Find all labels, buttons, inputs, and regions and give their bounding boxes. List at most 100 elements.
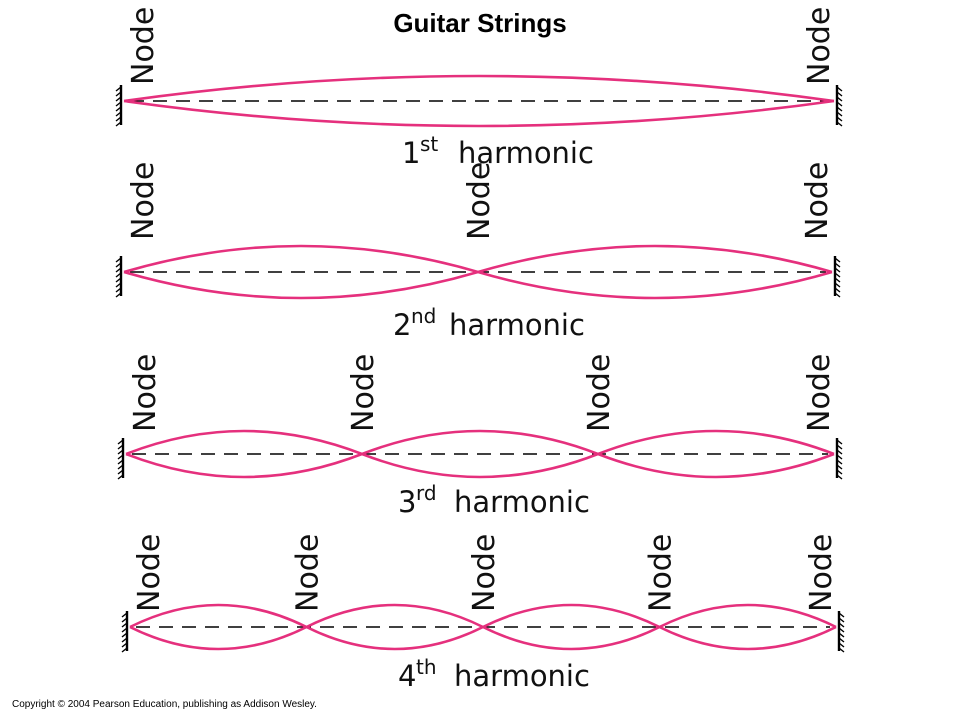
clamp-hatch [834,277,841,283]
clamp-hatch [838,647,845,653]
clamp-hatch [836,444,843,450]
wave-upper-loop [658,603,837,629]
clamp-hatch [836,464,843,470]
node-label: Node [644,534,679,612]
clamp-hatch [115,287,122,293]
clamp-hatch [115,262,122,268]
wave-upper-loop [361,429,599,456]
clamp-hatch [115,96,122,102]
clamp-hatch [115,272,122,278]
wave-lower-loop [658,625,837,651]
clamp-hatch [836,121,843,127]
clamp-hatch [115,86,122,92]
clamp-hatch [834,262,841,268]
harmonic-number: 4 [398,659,416,693]
node-label: Node [346,354,381,432]
wave-lower-loop [305,625,484,651]
clamp-hatch [115,282,122,288]
clamp-hatch [115,257,122,263]
node-label: Node [582,354,617,432]
clamp-hatch [115,106,122,112]
clamp-hatch [115,116,122,122]
clamp-hatch [836,469,843,475]
wave-lower-loop [129,625,308,651]
wave-upper-loop [129,603,308,629]
wave-lower-loop [125,452,363,479]
node-label: Node [804,534,839,612]
clamp-hatch [117,474,124,480]
node-label: Node [462,162,497,240]
copyright-notice: Copyright © 2004 Pearson Education, publ… [12,699,317,710]
clamp-hatch [836,91,843,97]
clamp-hatch [838,612,845,618]
clamp-hatch [115,121,122,127]
right-clamp [837,611,845,653]
wave-lower-loop [597,452,835,479]
right-clamp [835,438,843,480]
clamp-hatch [121,642,128,648]
node-label: Node [126,7,161,85]
clamp-hatch [838,632,845,638]
clamp-hatch [836,86,843,92]
clamp-hatch [117,464,124,470]
left-clamp [121,611,129,653]
node-label: Node [802,7,837,85]
harmonic-word: harmonic [454,485,590,519]
clamp-hatch [121,612,128,618]
clamp-hatch [834,272,841,278]
clamp-hatch [121,627,128,633]
node-label: Node [126,162,161,240]
node-label: Node [128,354,163,432]
harmonic-suffix: nd [411,304,436,328]
clamp-hatch [836,449,843,455]
clamp-hatch [836,106,843,112]
clamp-hatch [834,287,841,293]
wave-lower-loop [477,270,833,300]
clamp-hatch [115,111,122,117]
clamp-hatch [838,627,845,633]
wave-lower-loop [482,625,661,651]
clamp-hatch [117,449,124,455]
clamp-hatch [117,439,124,445]
left-clamp [117,438,125,480]
harmonic-suffix: st [420,132,438,156]
wave-upper-loop [597,429,835,456]
clamp-hatch [117,459,124,465]
clamp-hatch [115,101,122,107]
clamp-hatch [836,101,843,107]
page-title: Guitar Strings [393,8,567,38]
clamp-hatch [121,632,128,638]
node-label: Node [802,354,837,432]
harmonic-suffix: th [416,655,437,679]
wave-upper-loop [305,603,484,629]
clamp-hatch [115,267,122,273]
clamp-hatch [838,617,845,623]
right-clamp [833,256,841,298]
clamp-hatch [121,617,128,623]
clamp-hatch [836,459,843,465]
clamp-hatch [838,642,845,648]
node-label: Node [467,534,502,612]
wave-upper-loop [125,429,363,456]
clamp-hatch [117,454,124,460]
clamp-hatch [115,277,122,283]
wave-upper-loop [123,244,479,274]
harmonic-number: 3 [398,485,416,519]
clamp-hatch [836,474,843,480]
clamp-hatch [838,637,845,643]
harmonic-word: harmonic [449,308,585,342]
clamp-hatch [836,116,843,122]
clamp-hatch [834,282,841,288]
left-clamp [115,85,123,127]
harmonic-suffix: rd [416,481,437,505]
harmonic-number: 1 [402,136,420,170]
wave-lower-loop [361,452,599,479]
clamp-hatch [834,257,841,263]
harmonic-word: harmonic [458,136,594,170]
